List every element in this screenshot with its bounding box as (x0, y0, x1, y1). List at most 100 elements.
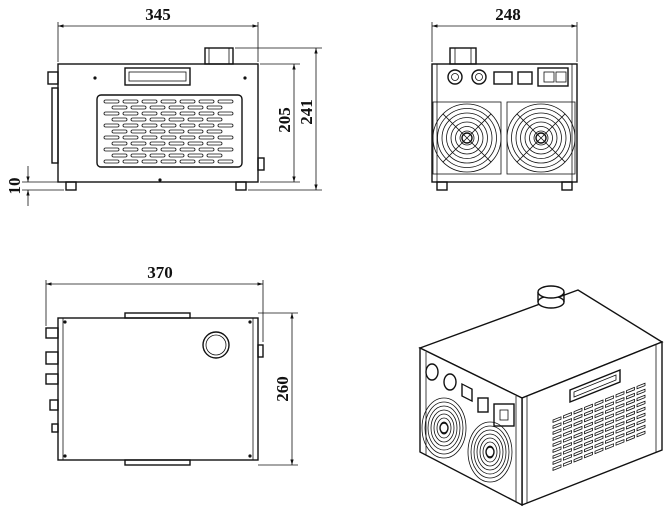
iso-vent-slot (594, 429, 604, 437)
vent-slot (168, 105, 185, 110)
vent-slot (217, 135, 234, 140)
iso-vent-slot (573, 437, 583, 445)
vent-slot (206, 153, 223, 158)
iso-vent-slot (626, 398, 635, 406)
iso-vent-slot (626, 404, 635, 412)
vent-slot (130, 129, 147, 134)
vent-slot (122, 147, 139, 152)
dim-260-label: 260 (273, 376, 292, 402)
vent-slot (206, 117, 223, 122)
vent-slot (111, 117, 128, 122)
iso-vent-slot (594, 405, 604, 413)
iso-fan-ring (473, 429, 507, 475)
front-foot-left (65, 181, 77, 191)
vent-slot (141, 123, 158, 128)
vent-slot (179, 135, 196, 140)
dim-345: 345 (57, 5, 259, 62)
vent-slot (141, 135, 158, 140)
iso-vent-slot (615, 427, 625, 434)
iso-vent-slot (636, 400, 646, 408)
dim-10-label: 10 (5, 178, 24, 195)
side-port (493, 71, 513, 85)
iso-vent-slot (563, 424, 572, 431)
vent-slot (160, 99, 177, 104)
dim-345-label: 345 (145, 5, 171, 24)
dim-260: 260 (258, 312, 298, 466)
iso-vent-slot (636, 430, 646, 438)
iso-vent-slot (605, 413, 614, 420)
iso-vent-slot (573, 443, 583, 451)
iso-vent-slot (615, 433, 625, 440)
iso-vent-slot (573, 449, 583, 457)
iso-vent-slot (573, 455, 583, 463)
iso-vent-slot (636, 382, 646, 390)
vent-slot (149, 117, 166, 122)
iso-vent-slot (594, 435, 604, 443)
iso-fan-ring (436, 417, 452, 439)
vent-slot (206, 129, 223, 134)
iso-vent-slot (615, 391, 625, 398)
iso-vent-slot (615, 415, 625, 422)
iso-vent-slot (615, 397, 625, 404)
iso-vent-slot (584, 445, 593, 453)
iso-vent-slot (594, 417, 604, 425)
vent-slot (217, 111, 234, 116)
vent-slot (130, 153, 147, 158)
fan-ring (432, 103, 502, 173)
vent-slot (187, 153, 204, 158)
vent-slot (103, 159, 120, 164)
iso-vent-slot (626, 422, 635, 430)
vent-slot (103, 135, 120, 140)
side-fans (432, 101, 576, 175)
vent-slot (179, 111, 196, 116)
vent-slot (217, 99, 234, 104)
side-view (431, 47, 578, 191)
vent-slot (168, 141, 185, 146)
iso-vent-slot (552, 428, 562, 435)
front-vent-slots (103, 99, 234, 164)
iso-vent-slot (584, 409, 593, 417)
vent-slot (198, 135, 215, 140)
front-left-fitting (47, 71, 59, 85)
iso-vent-slot (584, 403, 593, 411)
iso-vent-slot (605, 437, 614, 444)
iso-vent-slot (626, 386, 635, 394)
iso-fan-ring (467, 421, 513, 483)
iso-fan-ring (470, 425, 510, 479)
iso-vent-slot (563, 412, 572, 419)
vent-slot (160, 147, 177, 152)
vent-slot (168, 153, 185, 158)
top-view (45, 312, 264, 466)
iso-vent-slot (563, 454, 572, 461)
front-body (57, 63, 259, 183)
iso-vent-slot (552, 446, 562, 453)
iso-fans (421, 397, 513, 483)
iso-vent-slot (636, 418, 646, 426)
iso-cap (537, 285, 565, 299)
vent-slot (103, 147, 120, 152)
fan-ring (511, 108, 571, 168)
iso-vent-slot (615, 409, 625, 416)
iso-vent-slot (552, 452, 562, 459)
iso-vent-slot (573, 431, 583, 439)
dim-248: 248 (431, 5, 578, 62)
vent-slot (149, 105, 166, 110)
vent-slot (141, 99, 158, 104)
iso-vent-slot (615, 403, 625, 410)
front-view (47, 47, 265, 191)
dim-248-label: 248 (495, 5, 521, 24)
iso-vent-slot (584, 421, 593, 429)
iso-fan-ring (433, 413, 455, 443)
iso-vent-slot (605, 425, 614, 432)
vent-slot (149, 153, 166, 158)
iso-fan-ring (476, 433, 504, 471)
iso-vent-slot (636, 412, 646, 420)
iso-vent-slot (636, 388, 646, 396)
iso-vent-slot (573, 407, 583, 415)
vent-slot (206, 105, 223, 110)
vent-slot (198, 159, 215, 164)
iso-vent-slot (626, 428, 635, 436)
vent-slot (198, 99, 215, 104)
iso-fan-ring (430, 409, 458, 447)
